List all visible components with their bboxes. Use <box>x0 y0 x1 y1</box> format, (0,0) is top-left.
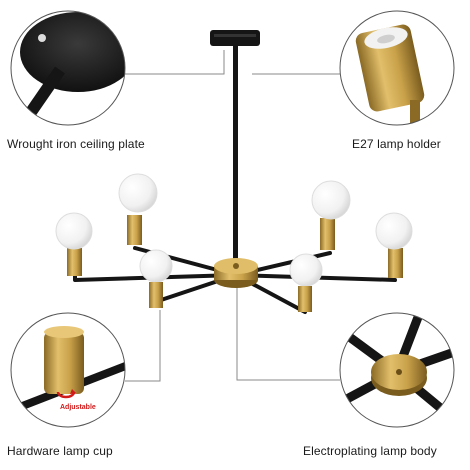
chandelier-canopy <box>210 30 260 268</box>
inset-lamp-body <box>339 312 455 428</box>
lamp-front-left <box>139 249 173 308</box>
inset-lamp-holder <box>339 10 455 126</box>
lamp-right-inner <box>311 180 351 250</box>
inset-lamp-cup <box>10 312 126 428</box>
adjustable-label: Adjustable <box>60 404 96 411</box>
inset-ceiling-plate <box>10 10 126 126</box>
callout-line-plate <box>125 50 225 75</box>
caption-lamp-body: Electroplating lamp body <box>303 444 437 458</box>
callout-line-cup <box>125 310 161 382</box>
caption-ceiling-plate: Wrought iron ceiling plate <box>7 137 145 151</box>
lamp-left-outer <box>55 212 93 280</box>
chandelier-hub <box>214 258 258 288</box>
caption-lamp-holder: E27 lamp holder <box>352 137 441 151</box>
callout-line-body <box>236 284 340 381</box>
caption-lamp-cup: Hardware lamp cup <box>7 444 113 458</box>
lamp-right-outer <box>375 212 413 278</box>
lamp-front-right <box>289 253 323 312</box>
lamp-left-inner <box>118 173 158 245</box>
callout-lines <box>125 50 340 382</box>
